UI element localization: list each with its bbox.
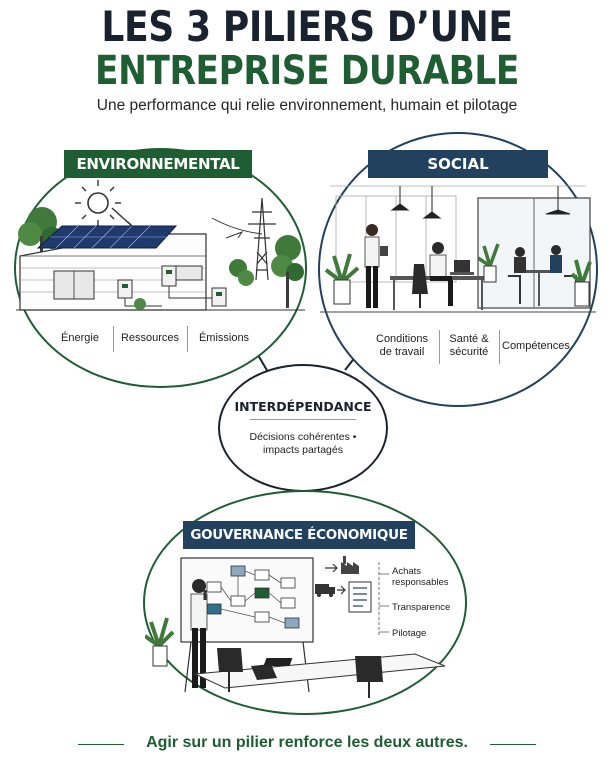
plant-icon [570,259,592,307]
person-icon [190,579,208,688]
interdependance-circle [218,364,388,492]
laptop-icon [251,664,277,680]
interdependance-text-line-2: impacts partagés [263,444,343,456]
gov-item-pilotage: Pilotage [392,628,427,639]
lamp-icon [390,186,571,219]
person-icon [514,245,562,273]
env-item-emissions: Émissions [198,332,250,344]
soc-item-competences: Compétences [502,340,570,352]
tagline-rule-right [490,744,536,745]
environnemental-banner: ENVIRONNEMENTAL [64,150,252,178]
laptop-icon [450,260,474,275]
solar-panel-icon [36,225,178,249]
plant-icon [324,253,360,305]
tagline-rule-left [78,744,124,745]
checklist-icon [348,581,372,613]
interdependance-text: Décisions cohérentes • impacts partagés [226,431,380,457]
soc-separator [439,330,440,364]
env-separator [113,326,114,352]
title-line-2: ENTREPRISE DURABLE [94,48,519,94]
gouvernance-illustration [145,556,446,698]
flowchart-icon [206,565,300,629]
pylon-icon [248,197,276,281]
env-item-ressources: Ressources [120,332,180,344]
subtitle: Une performance qui relie environnement,… [96,97,518,114]
sun-icon [75,180,135,228]
interdependance-divider [250,419,356,420]
soc-item-conditions: Conditions de travail [376,333,428,358]
tree-icon [271,235,304,308]
title-line-1: LES 3 PILIERS D’UNE [101,2,513,51]
gov-item-transparence: Transparence [392,602,451,613]
env-item-energie: Énergie [61,332,99,344]
gov-item-achats: Achats responsables [392,566,449,588]
plant-icon [145,617,175,667]
social-banner: SOCIAL [368,150,548,178]
person-icon [364,224,388,308]
factory-icon [341,556,359,574]
interdependance-text-line-1: Décisions cohérentes • [249,431,357,443]
soc-item-sante: Santé & sécurité [449,333,489,358]
social-illustration [320,185,596,313]
truck-icon [315,584,335,597]
interdependance-title: INTERDÉPENDANCE [234,399,372,414]
plant-icon [477,243,500,283]
soc-separator [499,330,500,364]
gouvernance-banner: GOUVERNANCE ÉCONOMIQUE [183,521,415,549]
environnemental-illustration [16,180,305,311]
person-icon [429,242,453,306]
env-separator [187,326,188,352]
tagline: Agir sur un pilier renforce les deux aut… [146,734,468,751]
